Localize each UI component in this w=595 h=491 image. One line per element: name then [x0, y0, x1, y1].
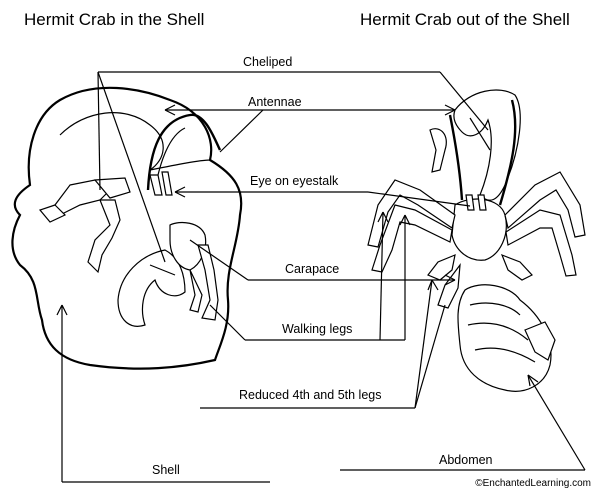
crab-out-of-shell-drawing — [368, 90, 585, 391]
label-cheliped: Cheliped — [241, 55, 294, 69]
label-eye-on-eyestalk: Eye on eyestalk — [248, 174, 340, 188]
shell-drawing — [12, 88, 241, 369]
credit-text: ©EnchantedLearning.com — [475, 478, 591, 489]
label-reduced-legs: Reduced 4th and 5th legs — [237, 388, 383, 402]
label-abdomen: Abdomen — [437, 453, 495, 467]
label-antennae: Antennae — [246, 95, 304, 109]
label-walking-legs: Walking legs — [280, 322, 354, 336]
label-carapace: Carapace — [283, 262, 341, 276]
label-shell: Shell — [150, 463, 182, 477]
